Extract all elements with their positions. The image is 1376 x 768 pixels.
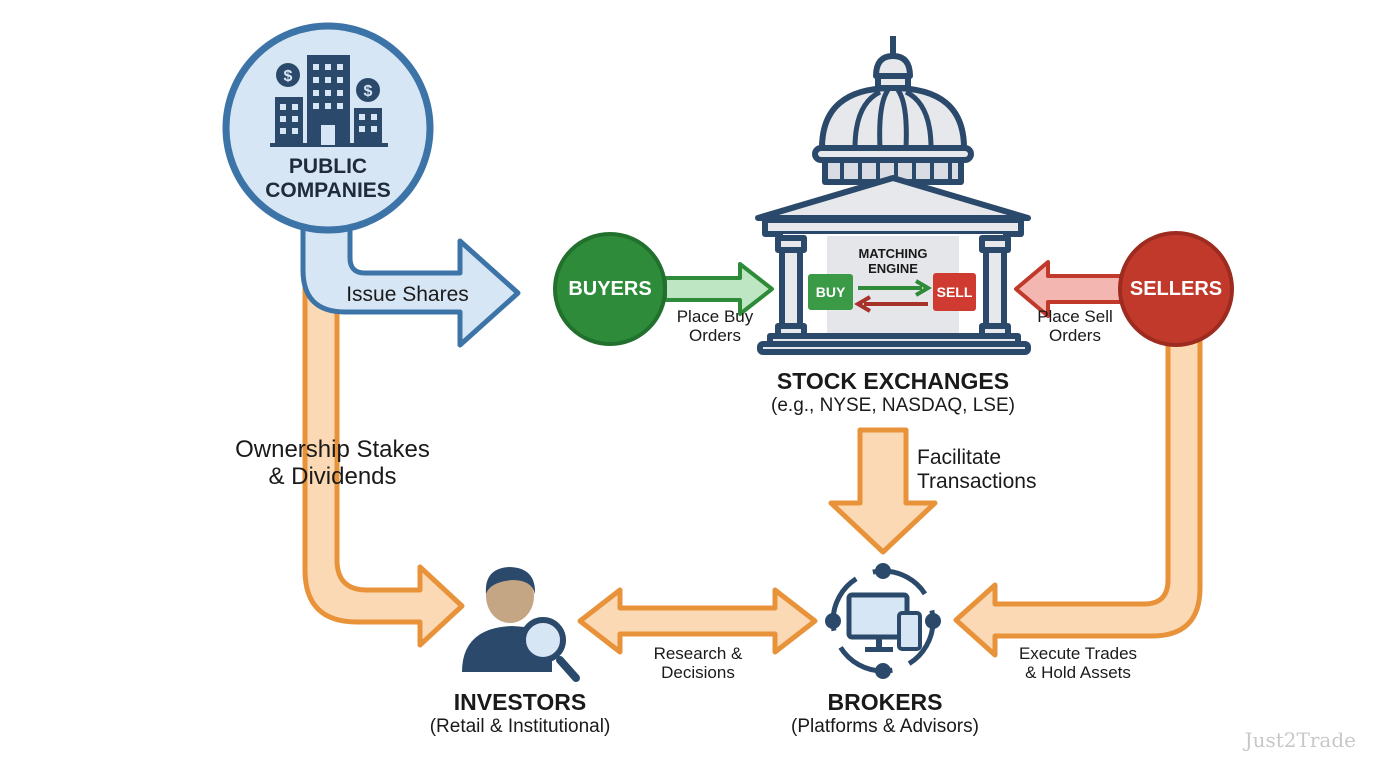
sell-tag: SELL <box>933 273 976 311</box>
matching-engine-arrows <box>854 279 932 313</box>
matching-engine-line2: ENGINE <box>868 260 918 276</box>
brokers-title: BROKERS <box>827 689 943 715</box>
buy-tag: BUY <box>808 274 853 310</box>
facilitate-transactions-label: Facilitate Transactions <box>917 446 1036 493</box>
buyers-label: BUYERS <box>568 278 652 300</box>
public-companies-line1: PUBLIC <box>288 155 368 178</box>
investor-magnifier-icon <box>462 567 580 682</box>
research-double-arrow <box>577 587 818 655</box>
sellers-label: SELLERS <box>1129 278 1223 300</box>
matching-engine-label: MATCHING ENGINE <box>833 246 953 276</box>
public-companies-label: PUBLIC COMPANIES <box>228 155 428 202</box>
research-decisions-label: Research & Decisions <box>635 644 761 682</box>
matching-engine-line1: MATCHING <box>858 246 928 261</box>
place-buy-line2: Orders <box>689 326 741 346</box>
place-buy-arrow <box>663 262 774 316</box>
execute-trades-arrow <box>953 327 1203 658</box>
place-sell-arrow <box>1014 260 1127 318</box>
execute-line2: & Hold Assets <box>1025 663 1131 683</box>
facilitate-line1: Facilitate <box>917 446 1002 469</box>
brokers-caption: BROKERS (Platforms & Advisors) <box>765 689 1005 737</box>
svg-text:$: $ <box>364 83 373 100</box>
facilitate-line2: Transactions <box>917 469 1037 493</box>
investors-caption: INVESTORS (Retail & Institutional) <box>400 689 640 737</box>
ownership-line1: Ownership Stakes <box>235 436 430 463</box>
sellers-node <box>1118 231 1234 347</box>
execute-trades-label: Execute Trades & Hold Assets <box>1000 644 1156 682</box>
public-companies-line2: COMPANIES <box>265 178 391 202</box>
office-buildings-dollar-icon: $ $ <box>270 55 388 147</box>
facilitate-arrow <box>828 427 938 555</box>
investors-title: INVESTORS <box>453 689 587 715</box>
stock-exchanges-title: STOCK EXCHANGES <box>776 368 1010 394</box>
investors-subtitle: (Retail & Institutional) <box>429 715 611 737</box>
public-companies-node: $ $ <box>222 22 434 234</box>
stock-exchanges-caption: STOCK EXCHANGES (e.g., NYSE, NASDAQ, LSE… <box>740 368 1046 416</box>
place-buy-line1: Place Buy <box>676 307 754 326</box>
issue-shares-label: Issue Shares <box>346 283 469 306</box>
issue-shares-arrow <box>300 222 521 348</box>
buyers-node <box>553 232 667 346</box>
place-sell-orders-label: Place Sell Orders <box>1024 307 1126 345</box>
research-line1: Research & <box>653 644 743 663</box>
watermark: Just2Trade <box>1244 728 1356 752</box>
ownership-line2: & Dividends <box>268 462 397 490</box>
research-line2: Decisions <box>661 663 735 683</box>
place-sell-line2: Orders <box>1049 326 1101 346</box>
svg-text:$: $ <box>284 68 293 85</box>
brokers-subtitle: (Platforms & Advisors) <box>791 715 979 737</box>
ownership-label: Ownership Stakes & Dividends <box>210 436 455 491</box>
execute-line1: Execute Trades <box>1018 644 1138 663</box>
stock-exchanges-subtitle: (e.g., NYSE, NASDAQ, LSE) <box>771 394 1015 416</box>
place-sell-line1: Place Sell <box>1037 307 1113 326</box>
place-buy-orders-label: Place Buy Orders <box>665 307 765 345</box>
broker-devices-icon <box>825 563 941 679</box>
